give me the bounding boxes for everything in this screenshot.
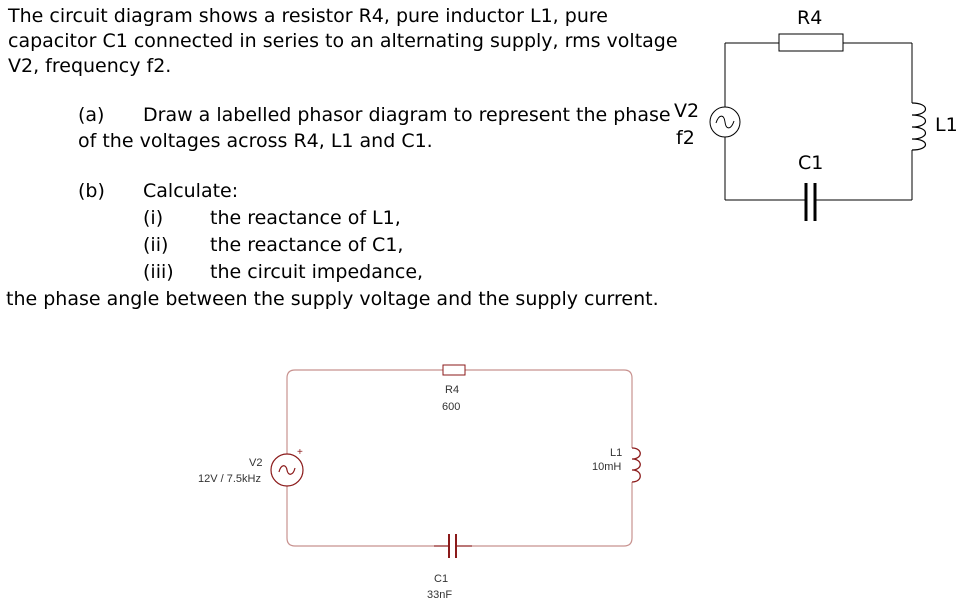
bottom-circuit	[270, 364, 641, 558]
intro-line-3: V2, frequency f2.	[8, 55, 172, 77]
bottom-inductor-name: L1	[610, 447, 622, 459]
bottom-capacitor-value: 33nF	[427, 589, 452, 601]
intro-line-1: The circuit diagram shows a resistor R4,…	[8, 5, 608, 27]
bottom-resistor-value: 600	[442, 401, 460, 413]
top-inductor	[911, 102, 927, 151]
bottom-resistor	[442, 364, 466, 376]
top-ac-wave-icon	[715, 115, 735, 129]
part-b-heading: Calculate:	[143, 180, 239, 202]
top-resistor-label: R4	[797, 7, 822, 29]
bottom-capacitor-name: C1	[434, 573, 448, 585]
top-resistor	[778, 33, 844, 52]
part-b-ii-marker: (ii)	[143, 234, 169, 256]
bottom-ac-wave-icon	[278, 465, 296, 475]
part-a-line-1: Draw a labelled phasor diagram to repres…	[143, 104, 671, 126]
bottom-inductor-value: 10mH	[592, 461, 621, 473]
part-b-i-marker: (i)	[143, 207, 164, 229]
bottom-source-polarity: +	[297, 447, 303, 458]
part-a-line-2: of the voltages across R4, L1 and C1.	[78, 130, 433, 152]
part-b-iii-text: the circuit impedance,	[210, 261, 424, 283]
bottom-resistor-name: R4	[445, 384, 459, 396]
part-b-iii-marker: (iii)	[143, 261, 174, 283]
bottom-source-value: 12V / 7.5kHz	[198, 473, 261, 485]
part-b-ii-text: the reactance of C1,	[210, 234, 404, 256]
top-inductor-label: L1	[935, 114, 958, 136]
part-b-marker: (b)	[78, 180, 105, 202]
part-a-marker: (a)	[78, 104, 105, 126]
bottom-inductor	[631, 447, 641, 483]
bottom-source-name: V2	[249, 457, 262, 469]
top-circuit	[709, 33, 927, 221]
part-b-i-text: the reactance of L1,	[210, 207, 401, 229]
top-source-label: V2	[674, 100, 699, 122]
top-frequency-label: f2	[676, 127, 695, 149]
part-b-final: the phase angle between the supply volta…	[6, 288, 659, 310]
bottom-wires	[286, 369, 633, 547]
intro-line-2: capacitor C1 connected in series to an a…	[8, 30, 678, 52]
top-capacitor-label: C1	[798, 152, 823, 174]
